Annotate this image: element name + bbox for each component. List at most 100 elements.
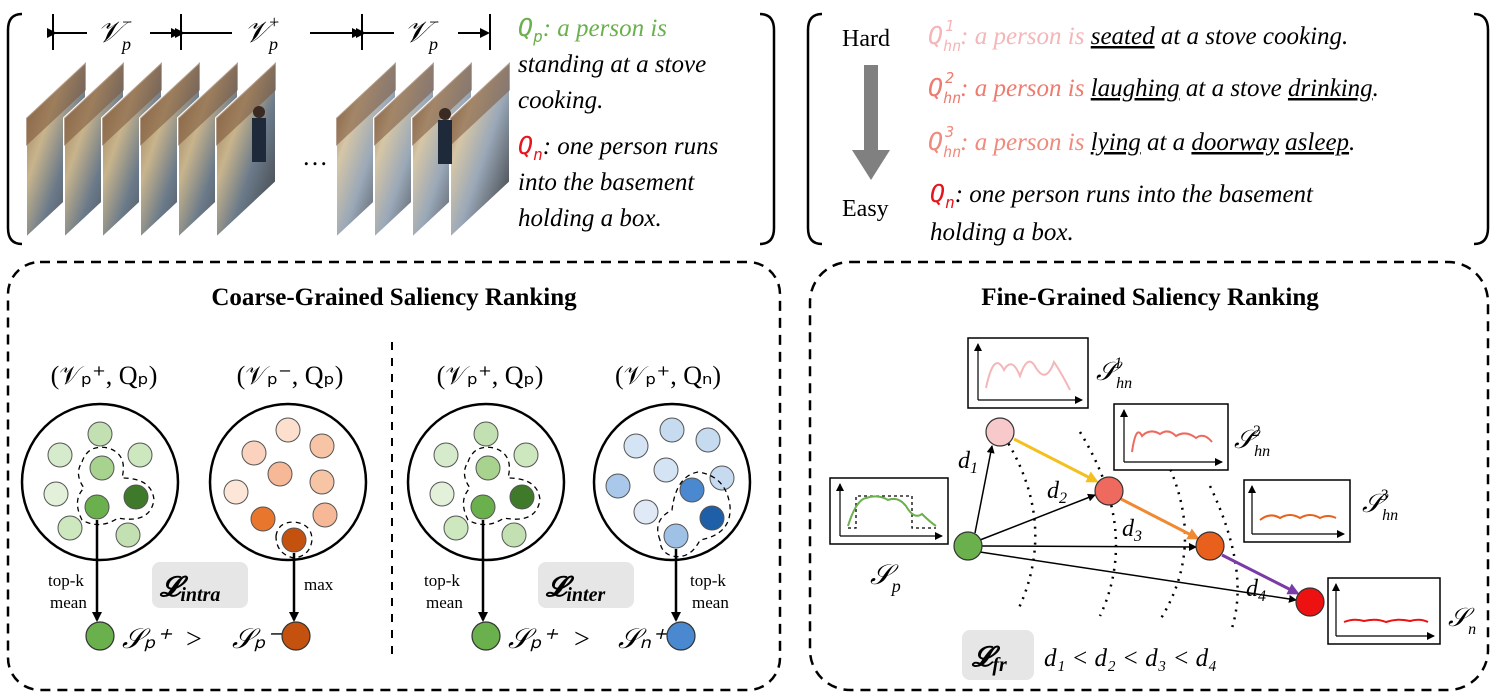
node-n xyxy=(1295,587,1325,617)
loss-inter-label: 𝓛inter xyxy=(538,562,634,608)
node-hn1 xyxy=(985,417,1015,447)
fine-panel: Fine-Grained Saliency Ranking d1 d2 d3 d… xyxy=(808,260,1490,692)
max-label: max xyxy=(304,575,334,594)
s-n-label: 𝒮n xyxy=(1448,603,1476,638)
score-node-sp-minus xyxy=(281,621,311,651)
hard-to-easy-arrow xyxy=(852,65,890,180)
cmp2-left: 𝒮ₚ⁺ xyxy=(508,624,559,655)
video-frames xyxy=(25,59,511,241)
topk-label-3b: mean xyxy=(692,593,729,612)
person-silhouette xyxy=(252,118,266,162)
cmp1-right: 𝒮ₚ⁻ xyxy=(232,624,283,655)
pair-label-1: (𝒱ₚ⁺, Qₚ) xyxy=(51,361,158,390)
edge-hn1-hn2 xyxy=(1013,437,1099,483)
s-hn2-label: 𝒮hn2 xyxy=(1234,423,1270,460)
pair-label-3: (𝒱ₚ⁺, Qₚ) xyxy=(437,361,544,390)
d1-label: d1 xyxy=(958,448,978,477)
easy-label: Easy xyxy=(842,196,889,222)
fine-title: Fine-Grained Saliency Ranking xyxy=(981,284,1319,311)
topk-label-1a: top-k xyxy=(48,571,84,590)
svg-text:𝓛intra: 𝓛intra xyxy=(159,572,220,606)
score-node-sn-plus xyxy=(666,621,696,651)
arc-1 xyxy=(998,429,1037,611)
cmp2-right: 𝒮ₙ⁺ xyxy=(618,624,668,655)
topk-label-2a: top-k xyxy=(424,571,460,590)
segment-markers: 𝒱p− 𝒱p+ 𝒱p− xyxy=(47,12,491,54)
plot-p xyxy=(829,477,949,545)
video-frame-cabinet xyxy=(140,62,200,146)
segment-label-neg-2: 𝒱p− xyxy=(404,12,440,54)
edge-hn3-n xyxy=(1221,553,1300,595)
cluster-circle-1 xyxy=(20,402,180,562)
video-frame-cabinet xyxy=(336,62,396,146)
person-head xyxy=(439,108,451,120)
edge-hn2-hn3 xyxy=(1120,497,1200,540)
person-head xyxy=(253,106,265,118)
pair-label-4: (𝒱ₚ⁺, Qₙ) xyxy=(615,361,721,390)
cmp1-left: 𝒮ₚ⁺ xyxy=(122,624,173,655)
edge-d3 xyxy=(981,542,1197,551)
score-node-sp-plus-2 xyxy=(471,621,501,651)
plot-hn2 xyxy=(1113,403,1229,471)
cluster-circle-2 xyxy=(208,402,368,562)
qp-line-3: cooking. xyxy=(518,87,603,114)
d3-label: d3 xyxy=(1122,516,1142,545)
plot-hn3 xyxy=(1243,479,1351,543)
coarse-title: Coarse-Grained Saliency Ranking xyxy=(211,284,577,311)
video-frame-cabinet xyxy=(374,62,434,146)
qhn2-line: Qhn2: a person is laughing at a stove dr… xyxy=(928,69,1379,107)
video-frame-cabinet xyxy=(412,62,472,146)
qn-line-2: into the basement xyxy=(518,169,695,196)
s-hn3-label: 𝒮hn3 xyxy=(1362,487,1398,524)
video-frame-cabinet xyxy=(26,62,86,146)
segment-label-neg-1: 𝒱p− xyxy=(97,12,133,54)
plot-hn1 xyxy=(967,337,1089,409)
d2-label: d2 xyxy=(1047,478,1067,507)
cmp2-op: > xyxy=(574,624,590,655)
d4-label: d4 xyxy=(1246,576,1266,605)
node-p xyxy=(953,531,983,561)
qn-line-1: Qn: one person runs xyxy=(518,131,718,164)
edge-d4 xyxy=(979,551,1297,603)
topk-label-2b: mean xyxy=(426,593,463,612)
video-frame-cabinet xyxy=(450,62,510,146)
frames-ellipsis: … xyxy=(302,142,328,171)
cluster-circle-3 xyxy=(406,402,566,562)
plot-n xyxy=(1327,577,1441,645)
top-left-panel: 𝒱p− 𝒱p+ 𝒱p− … Qp: a person is standing a… xyxy=(6,12,776,246)
qhn1-line: Qhn1: a person is seated at a stove cook… xyxy=(928,17,1348,55)
qn-right-line-2: holding a box. xyxy=(930,219,1074,246)
topk-label-3a: top-k xyxy=(690,571,726,590)
s-hn1-label: 𝒮hn1 xyxy=(1096,355,1132,392)
qhn3-line: Qhn3: a person is lying at a doorway asl… xyxy=(928,123,1355,161)
segment-label-pos: 𝒱p+ xyxy=(244,12,280,54)
qp-line-1: Qp: a person is xyxy=(518,13,667,46)
edge-d1 xyxy=(974,445,995,534)
video-frame-cabinet xyxy=(216,62,276,146)
cluster-circle-4 xyxy=(592,402,752,562)
top-right-panel: Hard Easy Qhn1: a person is seated at a … xyxy=(806,12,1490,246)
node-hn2 xyxy=(1094,476,1124,506)
arc-2 xyxy=(1078,431,1118,617)
score-node-sp-plus-1 xyxy=(85,621,115,651)
coarse-panel: Coarse-Grained Saliency Ranking (𝒱ₚ⁺, Qₚ… xyxy=(6,260,782,692)
qn-right-line-1: Qn: one person runs into the basement xyxy=(930,179,1314,212)
pair-label-2: (𝒱ₚ⁻, Qₚ) xyxy=(237,361,344,390)
video-frame-cabinet xyxy=(64,62,124,146)
qn-line-3: holding a box. xyxy=(518,205,662,232)
video-frame-cabinet xyxy=(178,62,238,146)
person-silhouette xyxy=(438,120,452,164)
arc-3 xyxy=(1158,447,1187,621)
edge-d2 xyxy=(979,493,1096,541)
s-p-label: 𝒮p xyxy=(870,560,901,596)
hard-label: Hard xyxy=(842,26,890,52)
distance-inequality: d₁ < d₂ < d₃ < d₄ xyxy=(1044,645,1217,672)
video-frame-cabinet xyxy=(102,62,162,146)
loss-fr-label: 𝓛fr xyxy=(962,630,1034,680)
topk-label-1b: mean xyxy=(50,593,87,612)
cmp1-op: > xyxy=(186,624,202,655)
node-hn3 xyxy=(1195,531,1225,561)
loss-intra-label: 𝓛intra xyxy=(152,562,248,608)
qp-line-2: standing at a stove xyxy=(518,51,706,78)
